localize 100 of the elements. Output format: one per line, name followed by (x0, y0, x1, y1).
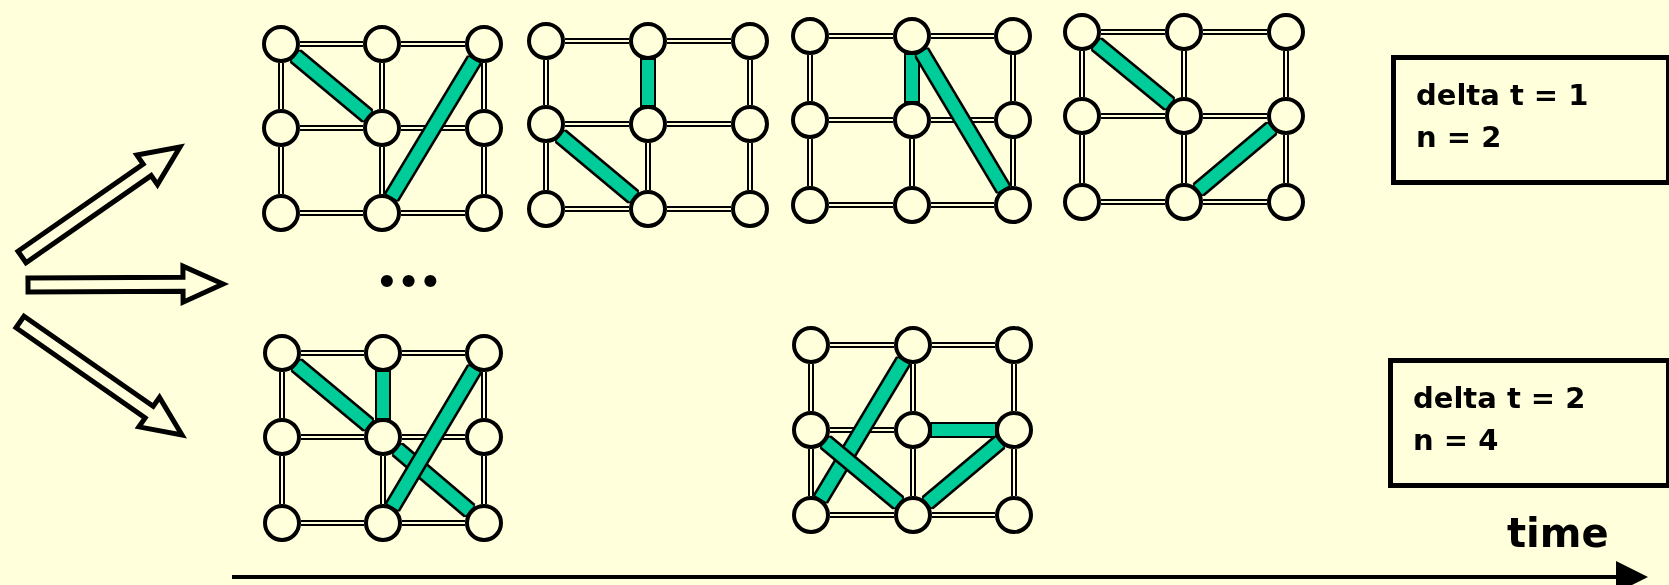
double-line-link (1079, 50, 1085, 98)
double-line-link (481, 62, 487, 110)
double-line-link (666, 121, 732, 127)
double-line-link (1100, 113, 1166, 119)
double-line-link (747, 142, 753, 191)
node-circle (894, 411, 932, 449)
node-circle (792, 411, 830, 449)
double-line-link (930, 117, 995, 123)
double-line-link (930, 202, 995, 208)
highlighted-link (916, 49, 1009, 192)
parameter-box (1388, 358, 1669, 488)
double-line-link (300, 350, 365, 356)
double-line-link (828, 202, 894, 208)
parameter-text: n = 4 (1413, 422, 1500, 459)
double-line-link (279, 371, 285, 419)
double-line-link (400, 210, 466, 216)
double-line-link (1283, 50, 1289, 98)
double-line-link (1079, 134, 1085, 184)
double-line-link (666, 38, 732, 44)
node-circle (1165, 13, 1203, 51)
highlighted-link (393, 444, 474, 516)
node-circle (263, 334, 301, 372)
highlighted-link (906, 55, 918, 101)
node-circle (465, 194, 503, 232)
double-line-link (299, 210, 364, 216)
double-line-link (564, 38, 630, 44)
node-circle (465, 334, 503, 372)
double-line-link (380, 455, 386, 505)
highlighted-link (642, 60, 654, 105)
double-line-link (543, 142, 549, 191)
node-circle (1063, 183, 1101, 221)
node-circle (994, 186, 1032, 224)
double-line-link (909, 138, 915, 187)
node-circle (527, 105, 565, 143)
node-circle (262, 25, 300, 63)
highlighted-link (923, 437, 1004, 508)
double-line-link (666, 206, 732, 212)
node-circle (364, 418, 402, 456)
highlighted-link (1092, 39, 1174, 109)
node-circle (527, 190, 565, 228)
node-circle (263, 418, 301, 456)
double-line-link (1010, 54, 1016, 102)
highlighted-link (387, 366, 480, 510)
double-line-link (828, 117, 894, 123)
node-circle (792, 326, 830, 364)
node-circle (791, 17, 829, 55)
node-circle (262, 194, 300, 232)
node-circle (527, 22, 565, 60)
double-line-link (1011, 363, 1017, 412)
node-circle (995, 411, 1033, 449)
node-circle (1165, 97, 1203, 135)
node-circle (363, 194, 401, 232)
node-circle (262, 109, 300, 147)
double-line-link (379, 62, 385, 110)
node-circle (893, 17, 931, 55)
node-circle (364, 334, 402, 372)
double-line-link (1010, 138, 1016, 187)
double-line-link (564, 206, 630, 212)
node-circle (994, 101, 1032, 139)
highlighted-link (291, 51, 372, 121)
double-line-link (1202, 29, 1268, 35)
double-line-link (829, 342, 895, 348)
highlighted-link (932, 424, 995, 436)
node-circle (364, 504, 402, 542)
node-circle (263, 504, 301, 542)
double-line-link (808, 363, 814, 412)
double-line-link (481, 146, 487, 195)
double-line-link (401, 520, 466, 526)
highlighted-link (1194, 123, 1276, 195)
double-line-link (300, 520, 365, 526)
node-circle (792, 496, 830, 534)
double-line-link (481, 371, 487, 419)
double-line-link (931, 342, 996, 348)
double-line-link (278, 62, 284, 110)
parameter-text: delta t = 1 (1416, 77, 1590, 114)
double-line-link (1011, 448, 1017, 497)
node-circle (893, 186, 931, 224)
double-line-link (299, 41, 364, 47)
double-line-link (400, 125, 466, 131)
double-line-link (279, 455, 285, 505)
node-circle (1063, 13, 1101, 51)
double-line-link (1283, 134, 1289, 184)
double-line-link (931, 512, 996, 518)
node-circle (994, 17, 1032, 55)
highlighted-link (377, 372, 389, 418)
node-circle (791, 186, 829, 224)
double-line-link (543, 59, 549, 106)
double-line-link (1181, 134, 1187, 184)
node-circle (1267, 13, 1305, 51)
double-line-link (910, 448, 916, 497)
double-line-link (829, 512, 895, 518)
double-line-link (1100, 199, 1166, 205)
node-circle (629, 105, 667, 143)
node-circle (731, 22, 769, 60)
double-line-link (278, 146, 284, 195)
node-circle (894, 326, 932, 364)
node-circle (1267, 183, 1305, 221)
highlighted-link (821, 437, 903, 508)
node-circle (893, 101, 931, 139)
highlighted-link (815, 358, 909, 502)
